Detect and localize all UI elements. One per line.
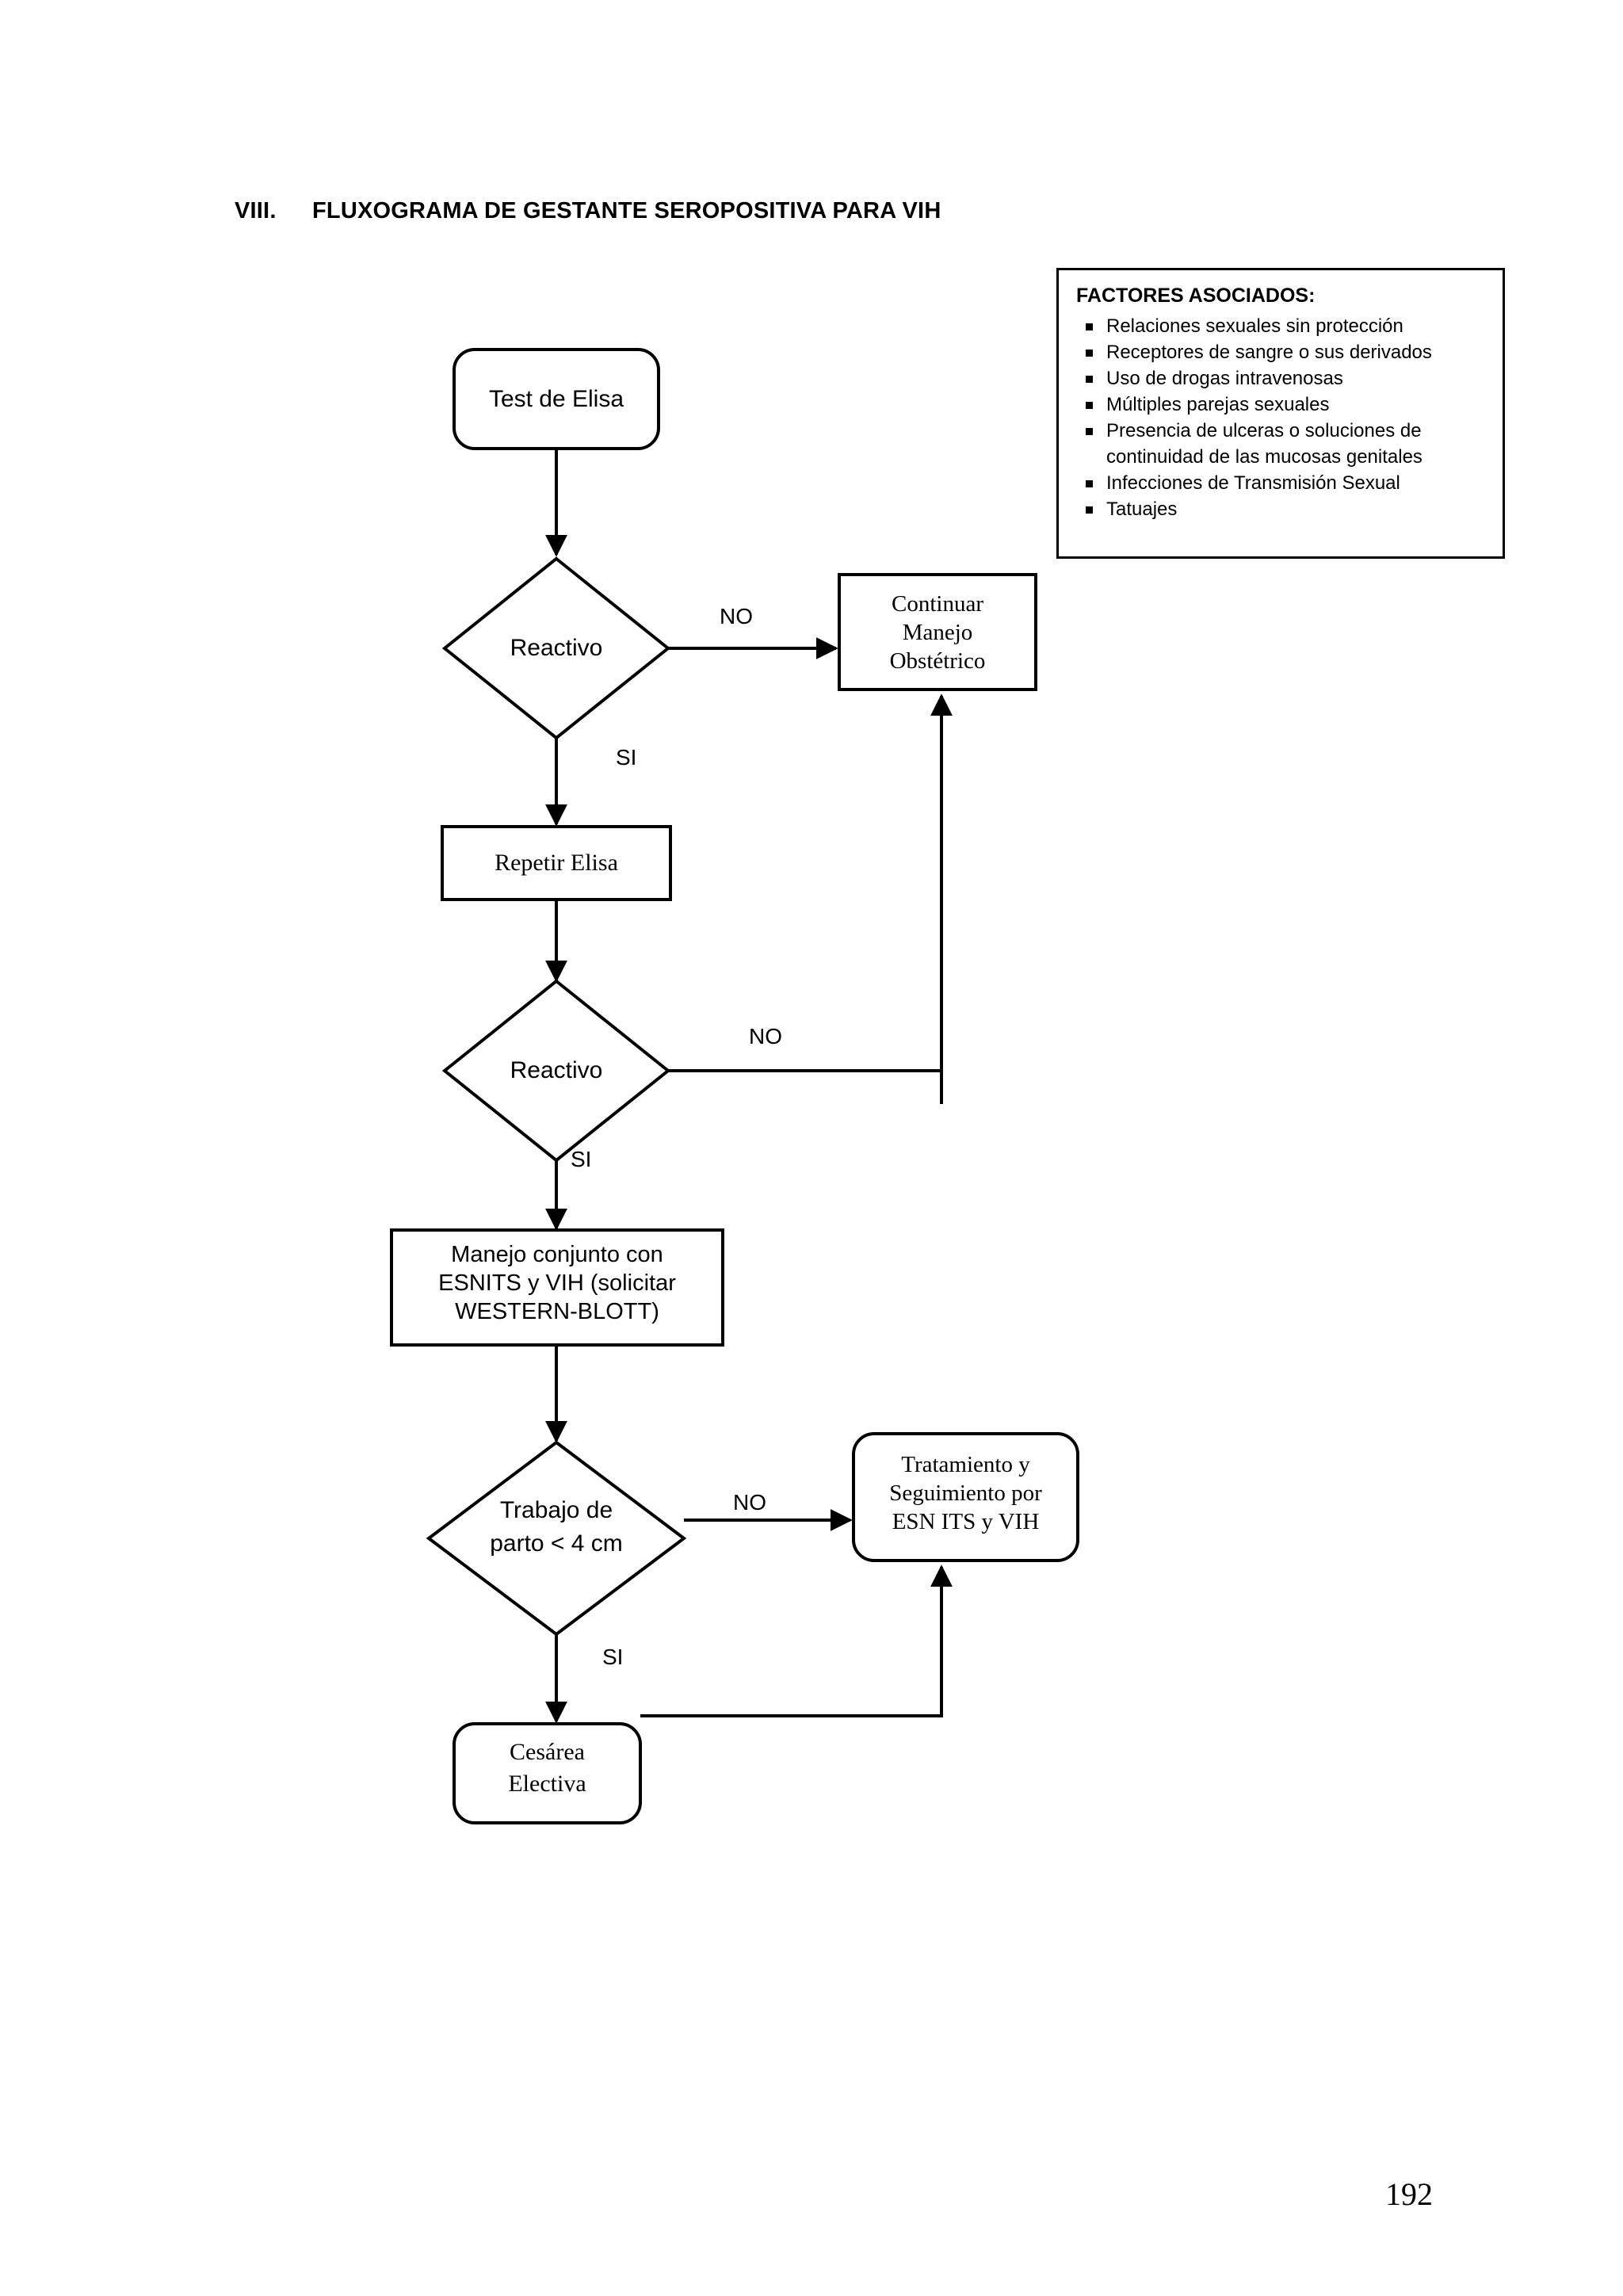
list-item: Relaciones sexuales sin protección: [1076, 313, 1496, 339]
factores-asociados-box: FACTORES ASOCIADOS: Relaciones sexuales …: [1056, 268, 1505, 559]
list-item-label: Presencia de ulceras o soluciones de: [1106, 420, 1422, 441]
edge-label-no-2: NO: [749, 1024, 782, 1049]
factores-asociados-title: FACTORES ASOCIADOS:: [1076, 285, 1316, 307]
edge-label-si-1: SI: [616, 745, 637, 770]
page-title: VIII. FLUXOGRAMA DE GESTANTE SEROPOSITIVA…: [235, 198, 941, 224]
edge-label-no-3: NO: [733, 1490, 766, 1515]
list-item: Receptores de sangre o sus derivados: [1076, 339, 1496, 365]
list-item-label: Uso de drogas intravenosas: [1106, 368, 1343, 389]
list-item: Presencia de ulceras o soluciones de: [1076, 418, 1496, 444]
page-number: 192: [1385, 2176, 1433, 2212]
square-bullet-icon: [1086, 428, 1093, 435]
list-item: Múltiples parejas sexuales: [1076, 392, 1496, 418]
list-item-continuation: continuidad de las mucosas genitales: [1076, 444, 1496, 470]
section-title-text: FLUXOGRAMA DE GESTANTE SEROPOSITIVA PARA…: [312, 198, 941, 223]
node-test-elisa-label: Test de Elisa: [488, 385, 624, 412]
node-reactivo-2-label: Reactivo: [510, 1057, 603, 1083]
square-bullet-icon: [1086, 350, 1093, 357]
node-manejo-conjunto-label: Manejo conjunto con ESNITS y VIH (solici…: [438, 1241, 676, 1324]
list-item-label: Múltiples parejas sexuales: [1106, 394, 1330, 415]
square-bullet-icon: [1086, 480, 1093, 487]
list-item-label: continuidad de las mucosas genitales: [1106, 446, 1423, 468]
edge-label-si-3: SI: [602, 1645, 624, 1669]
square-bullet-icon: [1086, 402, 1093, 409]
node-continuar-manejo-label: Continuar Manejo Obstétrico: [889, 590, 986, 674]
list-item-label: Tatuajes: [1106, 499, 1178, 520]
node-cesarea-label: Cesárea Electiva: [508, 1738, 586, 1797]
square-bullet-icon: [1086, 506, 1093, 514]
square-bullet-icon: [1086, 376, 1093, 383]
node-repetir-elisa-label: Repetir Elisa: [495, 850, 618, 876]
list-item-label: Infecciones de Transmisión Sexual: [1106, 472, 1400, 494]
connector-cesarea-to-tratamiento: [640, 1564, 953, 1717]
node-trabajo-parto-label: Trabajo de parto < 4 cm: [490, 1497, 623, 1557]
section-numeral: VIII.: [235, 198, 277, 223]
list-item-label: Receptores de sangre o sus derivados: [1106, 342, 1432, 363]
list-item: Uso de drogas intravenosas: [1076, 365, 1496, 392]
node-reactivo-1-label: Reactivo: [510, 635, 603, 661]
connector-reactivo2-no: [668, 693, 953, 1072]
list-item: Tatuajes: [1076, 496, 1496, 522]
node-tratamiento-label: Tratamiento y Seguimiento por ESN ITS y …: [889, 1452, 1042, 1534]
list-item: Infecciones de Transmisión Sexual: [1076, 470, 1496, 496]
factores-asociados-list: Relaciones sexuales sin protección Recep…: [1076, 313, 1496, 522]
square-bullet-icon: [1086, 323, 1093, 330]
list-item-label: Relaciones sexuales sin protección: [1106, 315, 1403, 337]
edge-label-no-1: NO: [720, 604, 753, 628]
edge-label-si-2: SI: [571, 1147, 592, 1171]
